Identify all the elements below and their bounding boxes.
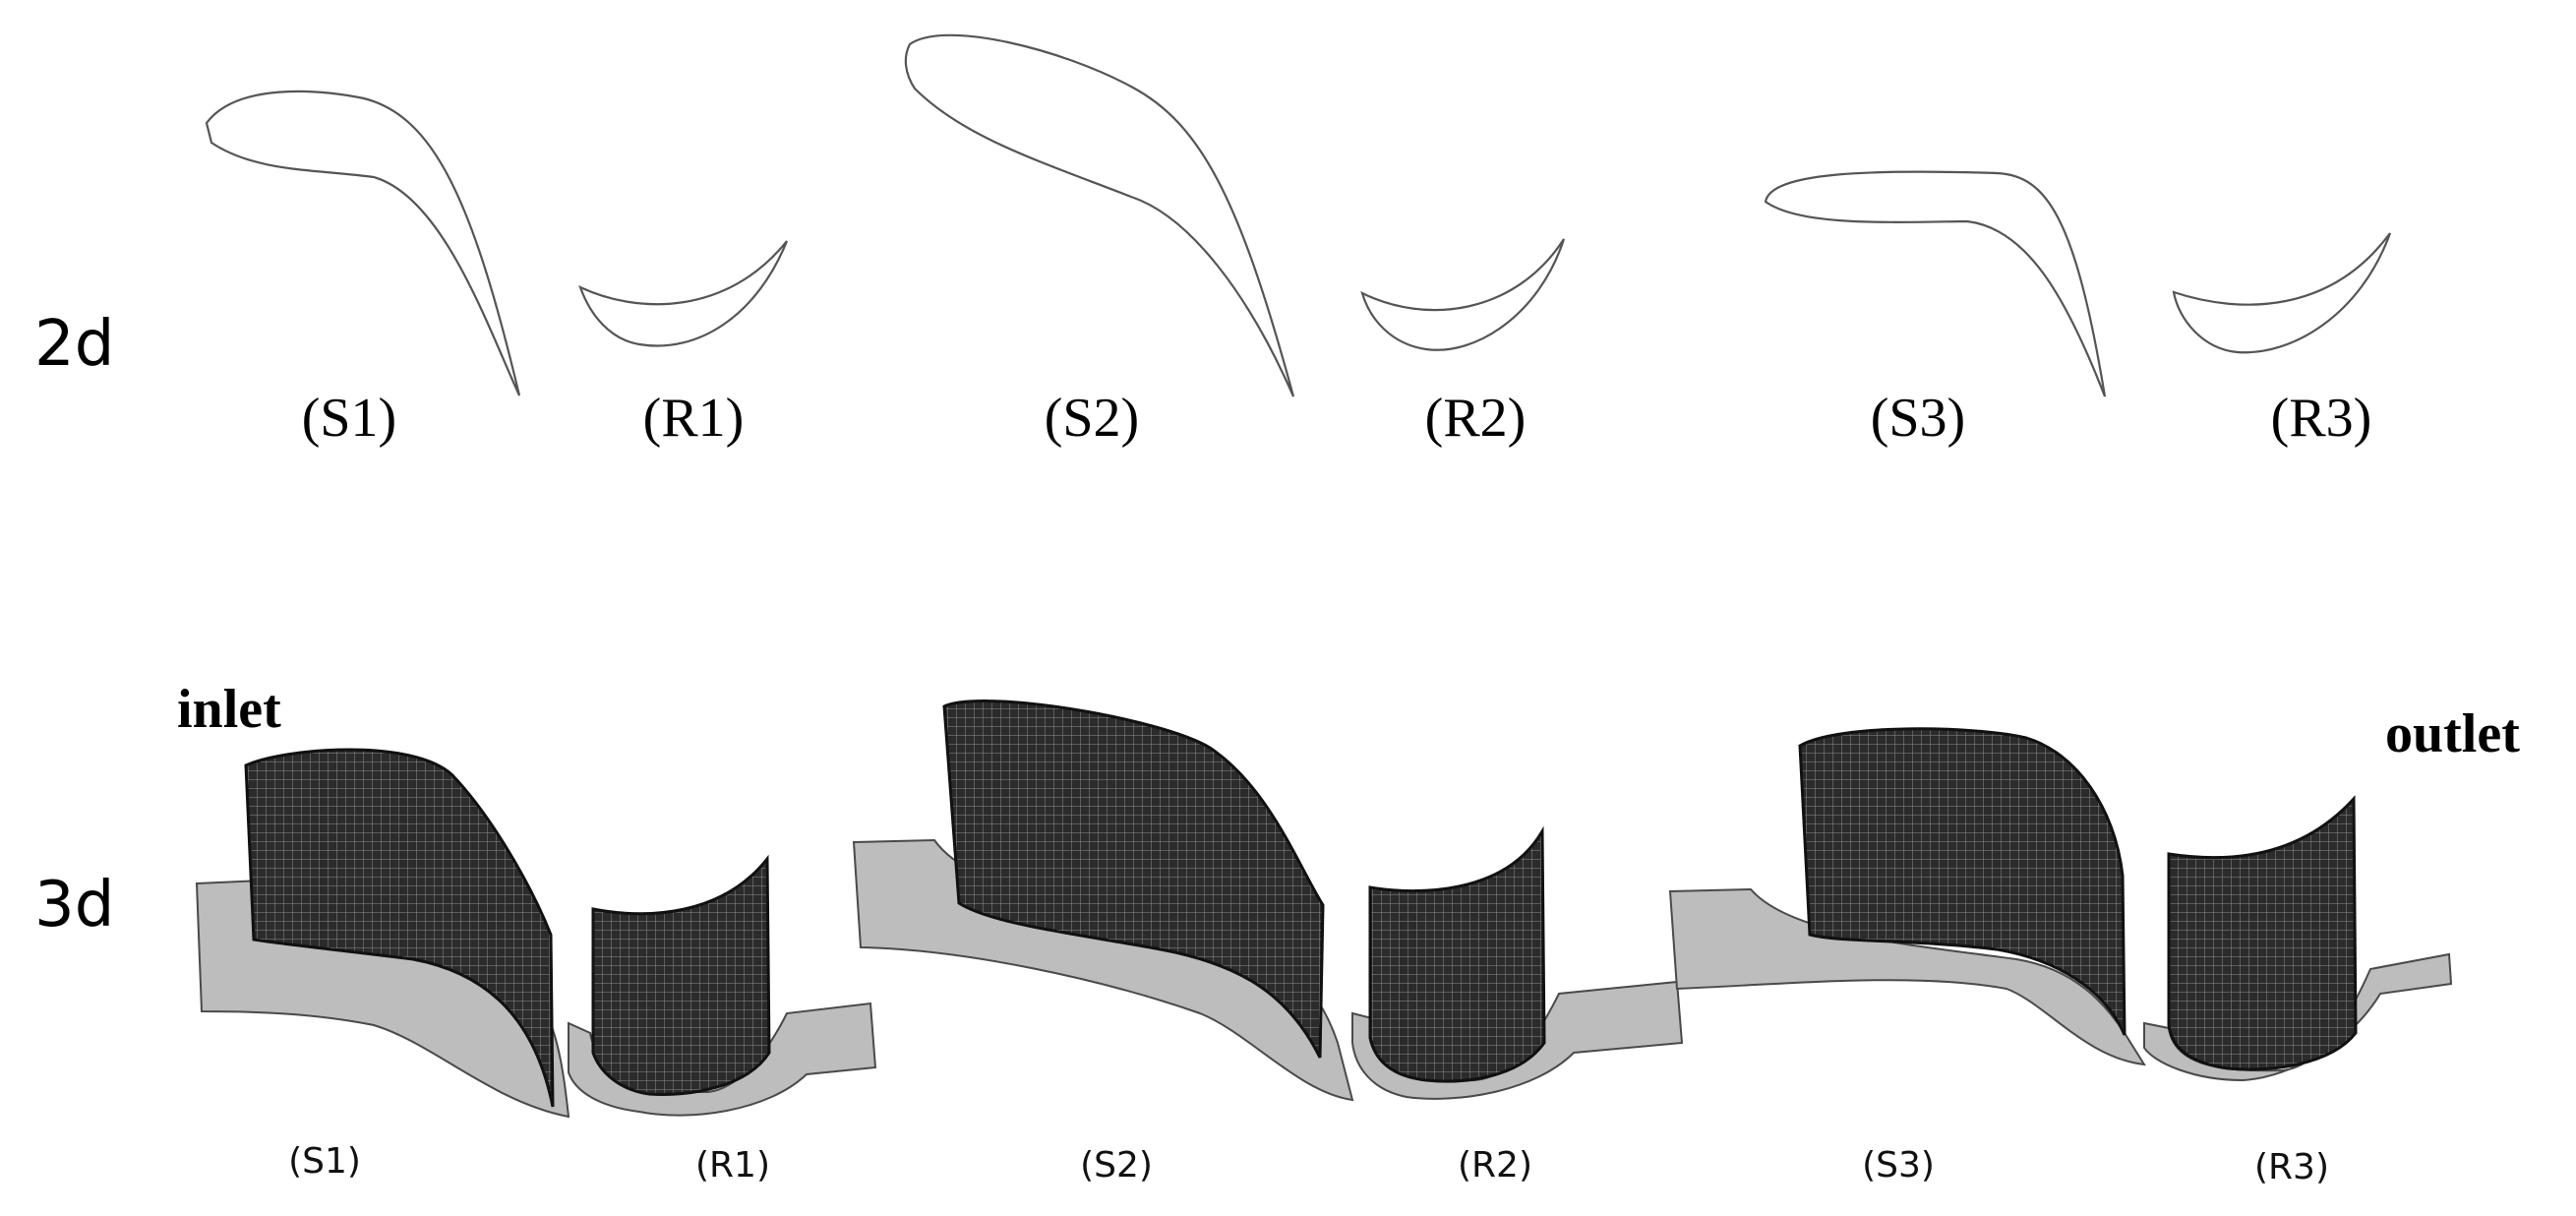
outlet-label: outlet [2385,703,2520,764]
label-2d-r2: (R2) [1424,388,1527,449]
blade-r2 [1368,825,1546,1083]
profile-r3 [2172,232,2392,354]
profile-s3 [1764,170,2107,397]
row-label-3d: 3d [34,869,115,942]
blade-s1 [244,748,555,1108]
blades-3d [195,699,2453,1119]
label-2d-s1: (S1) [301,388,397,449]
blade-group-1 [195,748,877,1119]
label-2d-s2: (S2) [1044,388,1140,449]
blade-r1 [591,854,771,1096]
profile-r1 [578,240,789,347]
label-3d-r1: (R1) [694,1145,770,1186]
label-2d-r1: (R1) [642,388,745,449]
inlet-label: inlet [177,679,281,740]
blade-r3 [2167,795,2358,1071]
profiles-2d [205,33,2392,397]
row-label-2d: 2d [34,308,115,381]
profile-s2 [904,33,1295,397]
label-3d-s1: (S1) [288,1141,361,1182]
blade-s2 [942,699,1325,1059]
label-2d-s3: (S3) [1870,388,1966,449]
label-3d-r2: (R2) [1457,1145,1532,1186]
label-3d-s2: (S2) [1080,1145,1153,1186]
label-2d-r3: (R3) [2270,388,2372,449]
blade-s3 [1798,727,2127,1036]
label-3d-r3: (R3) [2253,1147,2329,1187]
profile-r2 [1360,238,1566,351]
blade-group-2 [852,699,1684,1102]
blade-group-3 [1668,727,2453,1082]
label-3d-s3: (S3) [1862,1145,1935,1186]
profile-s1 [205,90,521,396]
